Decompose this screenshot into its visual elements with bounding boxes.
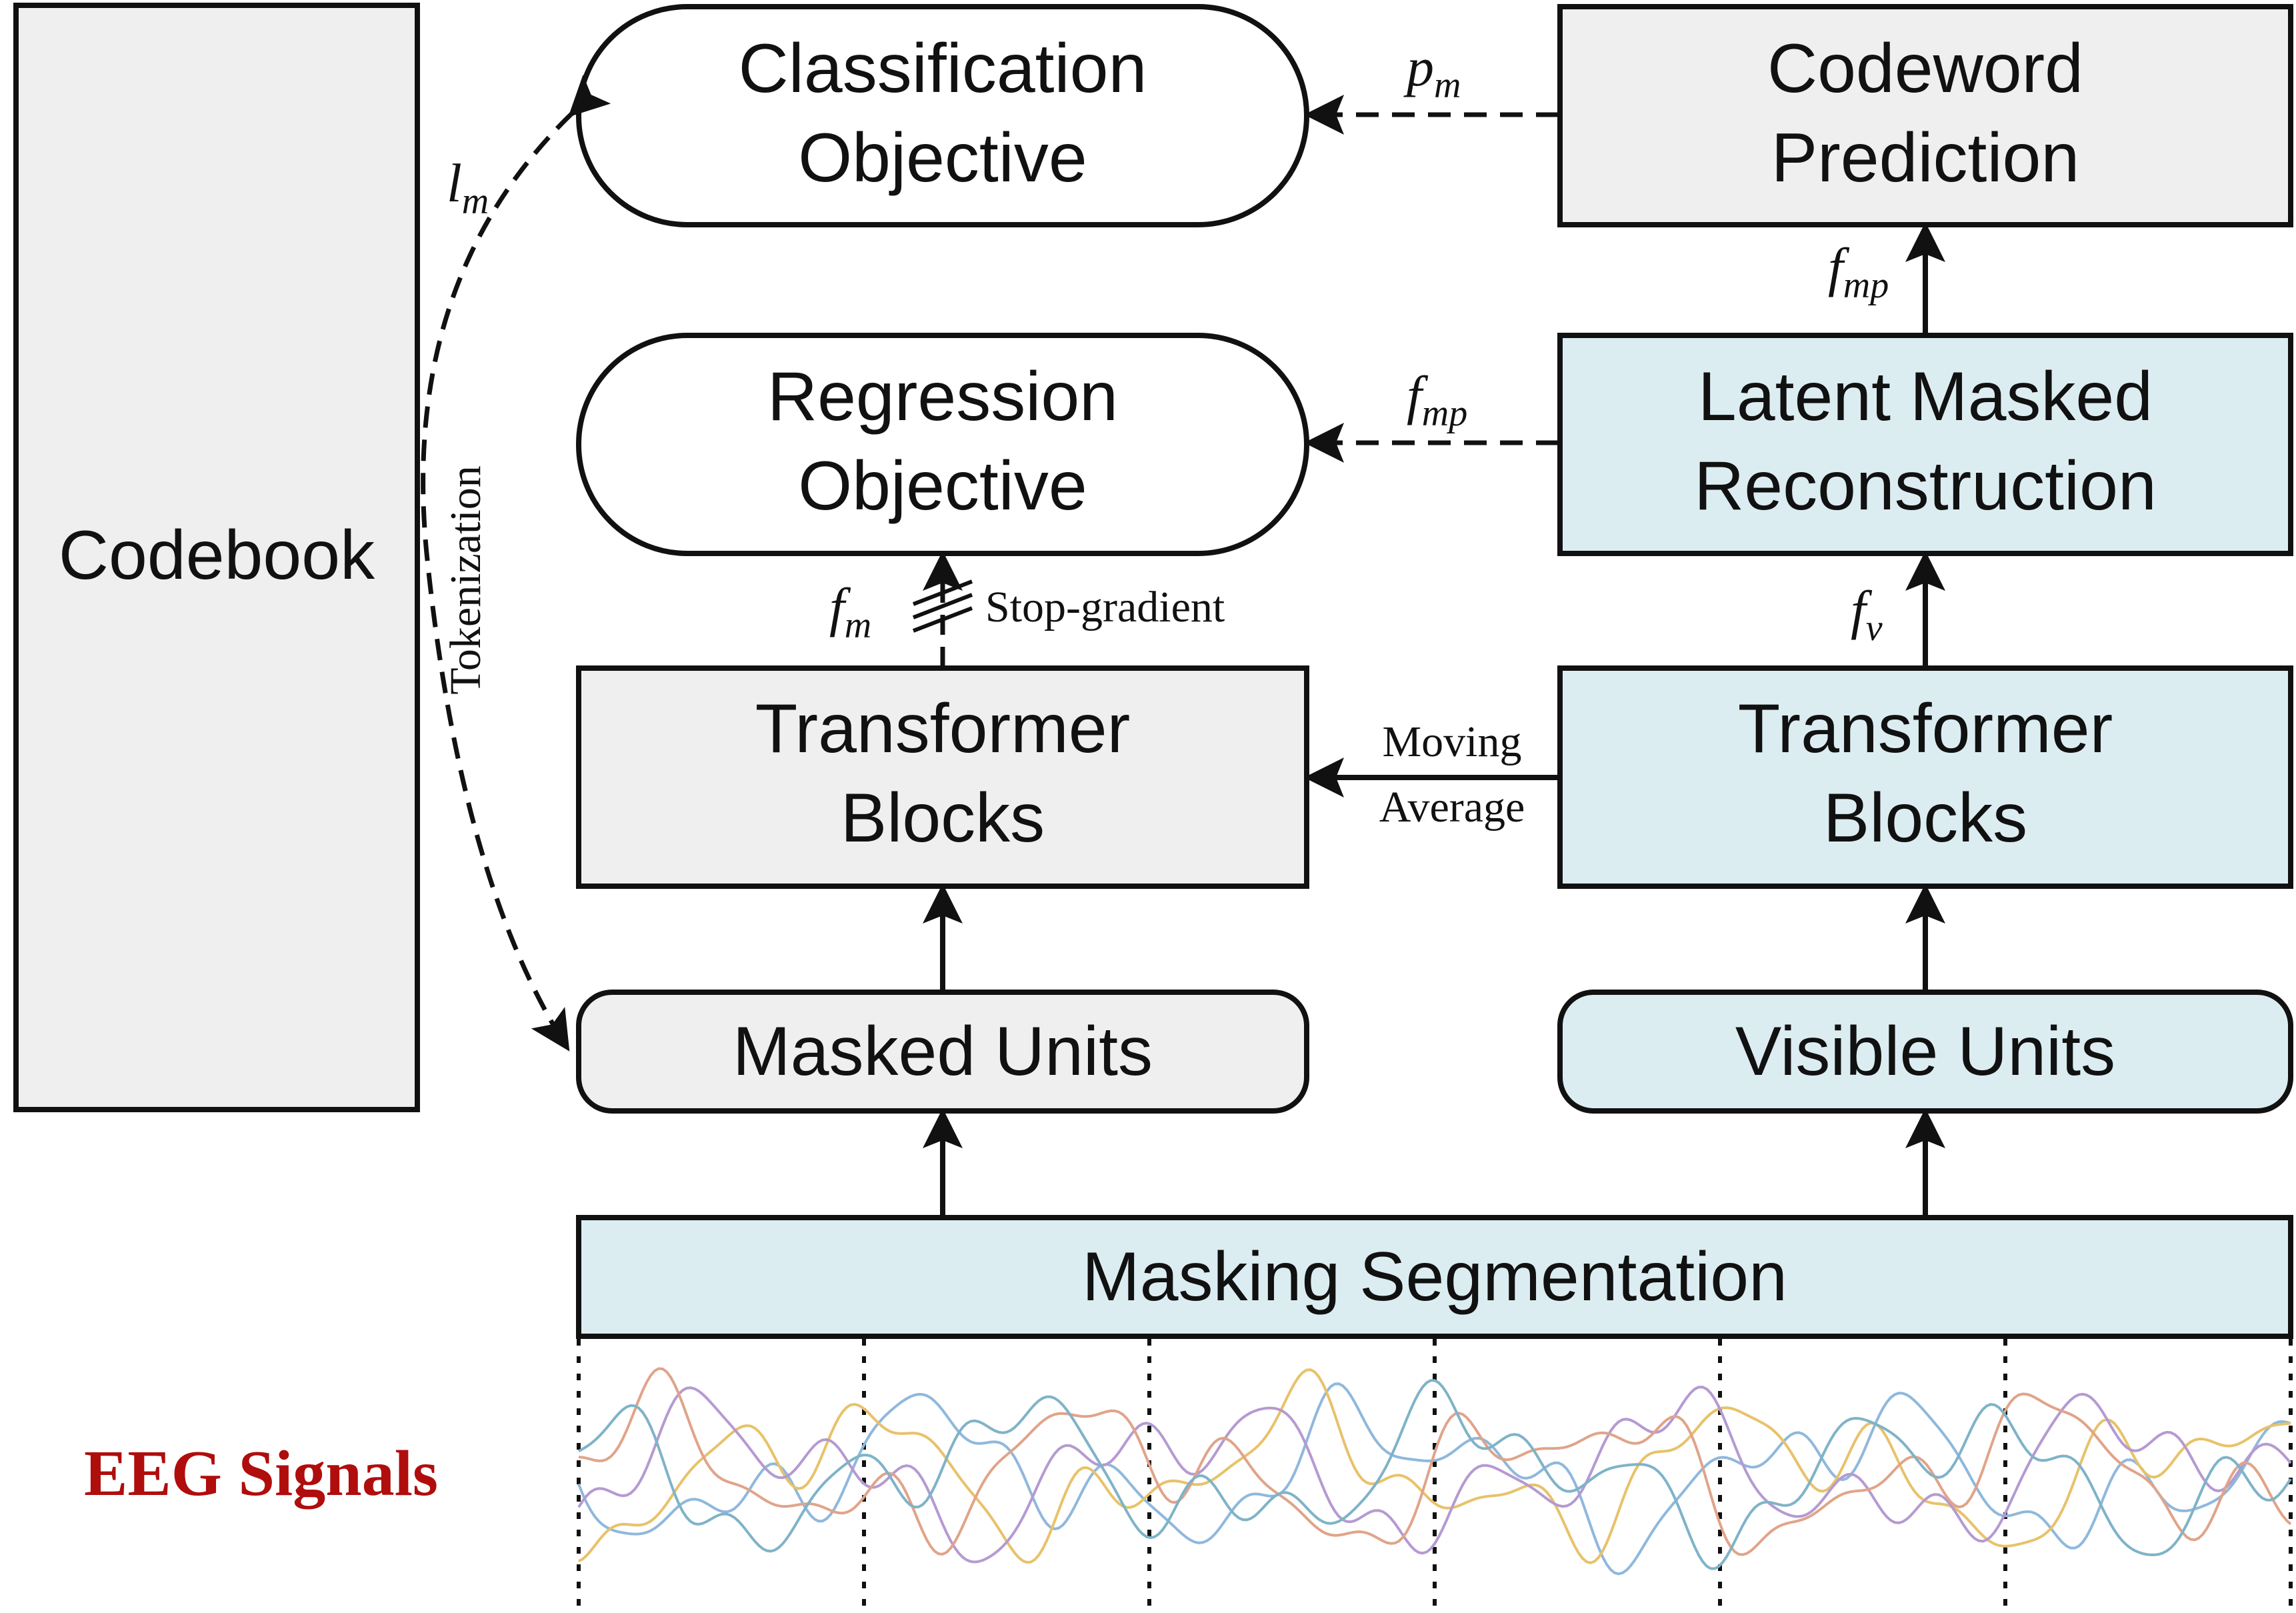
transformer-right-line-1: Transformer <box>1738 690 2113 767</box>
eeg-trace <box>577 1386 2292 1564</box>
label-f-mp-top: fmp <box>1828 237 1889 306</box>
masking-segmentation-node: Masking Segmentation <box>576 1215 2293 1339</box>
moving-average-line-1: Moving <box>1382 717 1521 766</box>
visible-units-node: Visible Units <box>1557 990 2293 1114</box>
classification-line-2: Objective <box>798 119 1087 197</box>
eeg-trace <box>578 1368 2291 1564</box>
regression-line-2: Objective <box>798 447 1087 525</box>
codeword-line-2: Prediction <box>1771 119 2079 197</box>
codebook-box: Codebook <box>13 3 420 1112</box>
masked-units-node: Masked Units <box>576 990 1309 1114</box>
label-f-v: fv <box>1851 579 1883 649</box>
eeg-trace <box>578 1379 2292 1570</box>
transformer-left-line-1: Transformer <box>755 690 1130 767</box>
stop-gradient-hatch <box>912 579 973 633</box>
tokenization-arrow <box>421 75 611 1052</box>
regression-line-1: Regression <box>767 358 1118 435</box>
label-p-m: pm <box>1403 37 1461 106</box>
label-l-m: lm <box>447 153 489 222</box>
stop-gradient-label: Stop-gradient <box>985 583 1225 631</box>
eeg-signals-plot <box>577 1339 2293 1610</box>
codebook-label: Codebook <box>59 517 375 594</box>
masking-segmentation-label: Masking Segmentation <box>1082 1238 1787 1316</box>
regression-objective-node: Regression Objective <box>576 333 1309 556</box>
codeword-line-1: Codeword <box>1767 30 2083 107</box>
latent-line-2: Reconstruction <box>1694 447 2157 525</box>
eeg-trace <box>578 1367 2292 1556</box>
transformer-blocks-left-node: Transformer Blocks <box>576 665 1309 889</box>
label-f-m: fm <box>829 577 871 646</box>
classification-line-1: Classification <box>739 30 1147 107</box>
visible-units-label: Visible Units <box>1735 1013 2115 1090</box>
moving-average-line-2: Average <box>1379 783 1525 832</box>
masked-units-label: Masked Units <box>733 1013 1153 1090</box>
eeg-signals-label: EEG Signals <box>84 1438 438 1510</box>
latent-line-1: Latent Masked <box>1698 358 2153 435</box>
classification-objective-node: Classification Objective <box>576 4 1309 227</box>
codeword-prediction-node: Codeword Prediction <box>1557 4 2293 227</box>
label-f-mp-mid: fmp <box>1407 365 1467 434</box>
transformer-left-line-2: Blocks <box>841 779 1045 857</box>
transformer-blocks-right-node: Transformer Blocks <box>1557 665 2293 889</box>
latent-masked-reconstruction-node: Latent Masked Reconstruction <box>1557 333 2293 556</box>
tokenization-label: Tokenization <box>441 465 490 695</box>
transformer-right-line-2: Blocks <box>1823 779 2027 857</box>
